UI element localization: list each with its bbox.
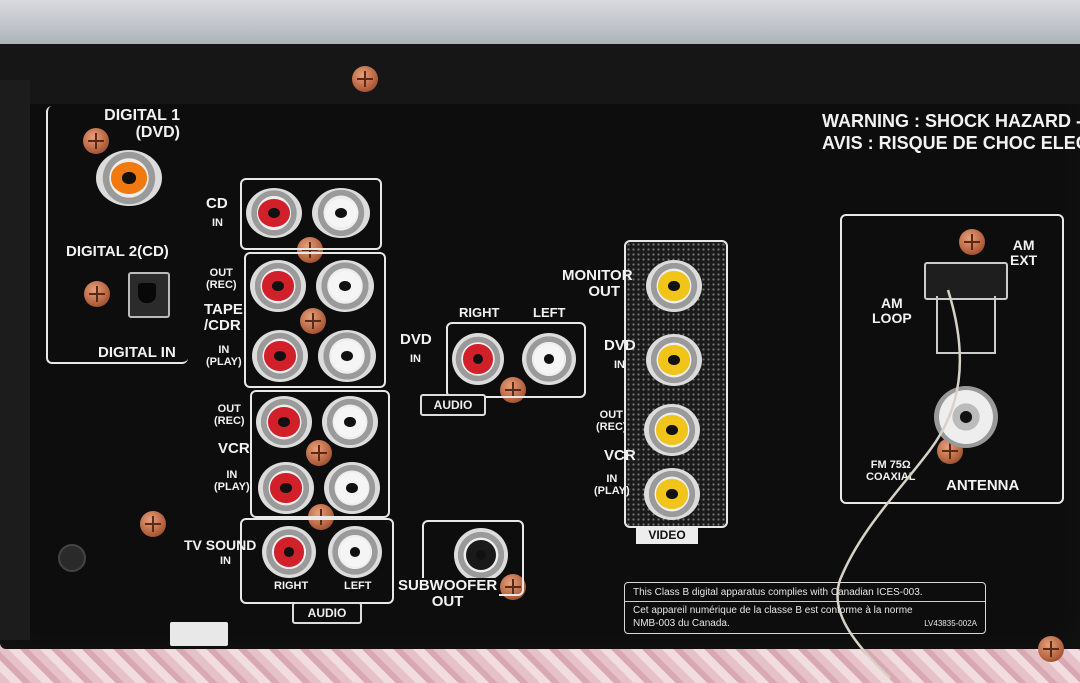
cd-in-box — [240, 178, 382, 250]
vcr-audio-box — [250, 390, 390, 518]
screw-icon — [1038, 636, 1064, 662]
vcr-in-label: IN(PLAY) — [214, 469, 250, 493]
vcr-out-left-jack[interactable] — [322, 396, 378, 448]
digital2-label: DIGITAL 2(CD) — [66, 243, 169, 260]
tv-sound-right-label: RIGHT — [274, 580, 309, 592]
audio-group-label: AUDIO — [292, 602, 362, 624]
video-vcr-in-label: IN(PLAY) — [594, 473, 630, 497]
dvd-audio-right-jack[interactable] — [452, 333, 504, 385]
screw-icon — [300, 308, 326, 334]
canada-compliance-notice: This Class B digital apparatus complies … — [624, 582, 986, 634]
screw-icon — [500, 377, 526, 403]
warning-line2: AVIS : RISQUE DE CHOC ELECT — [822, 133, 1080, 153]
tv-sound-left-label: LEFT — [344, 580, 372, 592]
dvd-audio-box — [446, 322, 586, 398]
tape-in-right-jack[interactable] — [252, 330, 308, 382]
dvd-audio-label: DVD — [400, 331, 432, 348]
panel-top-edge — [0, 44, 1080, 104]
screw-icon — [297, 237, 323, 263]
white-sticker — [170, 622, 228, 646]
digital-in-frame — [46, 106, 188, 364]
tape-out-left-jack[interactable] — [316, 260, 374, 312]
monitor-out-video-jack[interactable] — [646, 260, 702, 312]
dvd-audio-right-label: RIGHT — [456, 306, 503, 320]
cd-in-right-jack[interactable] — [246, 188, 302, 238]
screw-icon — [83, 128, 109, 154]
vcr-out-right-jack[interactable] — [256, 396, 312, 448]
fm-coaxial-connector[interactable] — [934, 386, 998, 448]
screw-icon — [84, 281, 110, 307]
dvd-in-video-jack[interactable] — [646, 334, 702, 386]
dvd-audio-group-label: AUDIO — [420, 394, 486, 416]
digital1-coax-jack[interactable] — [96, 150, 162, 206]
antenna-wire — [836, 289, 962, 679]
cd-label: CD — [206, 195, 228, 212]
digital1-label: DIGITAL 1(DVD) — [104, 107, 180, 141]
black-screw-icon — [58, 544, 86, 572]
dvd-audio-left-jack[interactable] — [522, 333, 576, 385]
tape-out-label: OUT(REC) — [206, 267, 237, 291]
warning-line1: WARNING : SHOCK HAZARD - — [822, 111, 1080, 131]
vcr-in-right-jack[interactable] — [258, 462, 314, 514]
vcr-out-video-jack[interactable] — [644, 404, 700, 456]
screw-icon — [959, 229, 985, 255]
am-terminal-bracket — [936, 296, 996, 354]
video-dvd-label: DVD — [604, 337, 636, 354]
video-vcr-label: VCR — [604, 447, 636, 464]
subwoofer-out-jack[interactable] — [454, 528, 508, 582]
cd-in-left-jack[interactable] — [312, 188, 370, 238]
dvd-audio-left-label: LEFT — [530, 306, 569, 320]
tape-cdr-label: TAPE/CDR — [204, 301, 243, 334]
tv-sound-label: TV SOUND — [184, 537, 257, 553]
screw-icon — [140, 511, 166, 537]
tv-sound-right-jack[interactable] — [262, 526, 316, 578]
tape-out-right-jack[interactable] — [250, 260, 306, 312]
antenna-box — [840, 214, 1064, 504]
notice-line3: NMB-003 du Canada. — [633, 618, 730, 629]
vcr-in-left-jack[interactable] — [324, 462, 380, 514]
cd-in-label: IN — [212, 217, 223, 229]
video-vcr-out-label: OUT(REC) — [596, 409, 627, 433]
screw-icon — [306, 440, 332, 466]
tape-in-left-jack[interactable] — [318, 330, 376, 382]
screw-icon — [352, 66, 378, 92]
tape-cdr-box — [244, 252, 386, 388]
dvd-audio-in-label: IN — [410, 353, 421, 365]
video-group-label: VIDEO — [636, 526, 698, 544]
tape-in-label: IN(PLAY) — [206, 344, 242, 368]
am-antenna-terminal[interactable] — [924, 262, 1008, 300]
vcr-audio-label: VCR — [218, 440, 250, 457]
digital-in-label: DIGITAL IN — [94, 345, 180, 361]
notice-line1: This Class B digital apparatus complies … — [633, 587, 923, 598]
digital2-optical-port[interactable] — [128, 272, 170, 318]
notice-line2: Cet appareil numérique de la classe B es… — [633, 605, 913, 616]
vcr-out-label: OUT(REC) — [214, 403, 245, 427]
antenna-label: ANTENNA — [946, 477, 1020, 494]
panel-side-edge — [0, 80, 30, 640]
video-dvd-in-label: IN — [614, 359, 625, 371]
tv-sound-in-label: IN — [220, 555, 231, 567]
vcr-in-video-jack[interactable] — [644, 468, 700, 520]
tv-sound-left-jack[interactable] — [328, 526, 382, 578]
model-code: LV43835-002A — [924, 619, 977, 628]
